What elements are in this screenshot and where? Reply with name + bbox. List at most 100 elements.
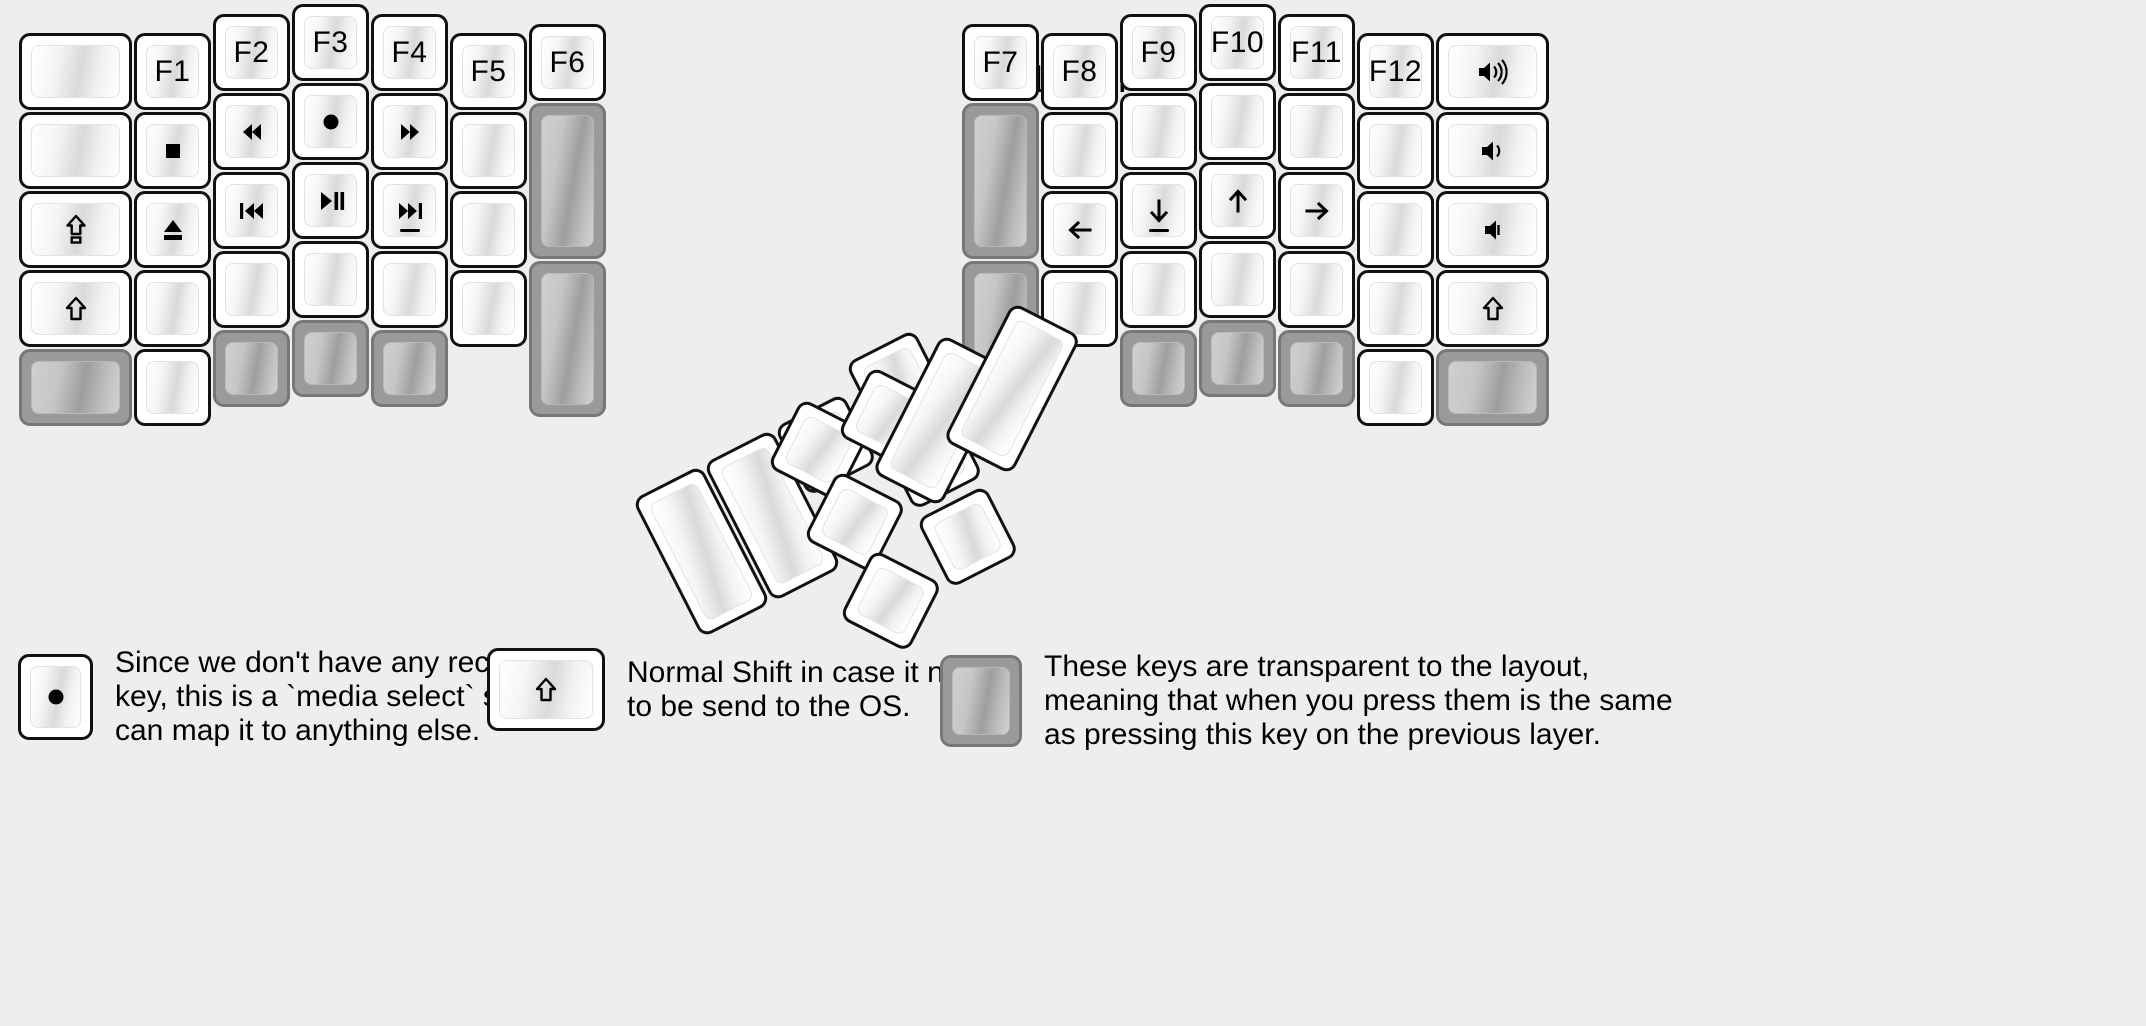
key-right-pinky-outer-3[interactable] [1436,270,1549,347]
key-left-middle-1[interactable] [292,83,369,160]
key-left-index-2[interactable] [371,172,448,249]
keycap-surface [383,342,436,395]
keycap-surface [31,203,120,256]
key-label: F7 [982,45,1019,79]
key-left-inner-0[interactable]: F5 [450,33,527,110]
key-left-pinky-outer-1[interactable] [19,112,132,189]
key-right-middle-4[interactable] [1199,320,1276,397]
key-right-inner-2[interactable] [1041,191,1118,268]
key-left-ring-1[interactable] [213,93,290,170]
key-left-ring-4[interactable] [213,330,290,407]
key-right-index-3[interactable] [1120,251,1197,328]
arrow-left-icon [1060,210,1100,250]
key-right-ring-1[interactable] [1278,93,1355,170]
key-left-ring-0[interactable]: F2 [213,14,290,91]
key-left-pinky-outer-2[interactable] [19,191,132,268]
keycap-surface [1369,282,1422,335]
key-left-inner-1[interactable] [450,112,527,189]
key-right-ring-0[interactable]: F11 [1278,14,1355,91]
key-left-index-4[interactable] [371,330,448,407]
key-right-pinky-outer-1[interactable] [1436,112,1549,189]
key-left-pinky-outer-3[interactable] [19,270,132,347]
key-left-pinky-outer-0[interactable] [19,33,132,110]
key-left-index-3[interactable] [371,251,448,328]
key-right-middle-2[interactable] [1199,162,1276,239]
key-left-pinky-1[interactable] [134,112,211,189]
keycap-surface: F7 [974,36,1027,89]
keycap-surface [1448,124,1537,177]
key-left-middle-0[interactable]: F3 [292,4,369,81]
key-left-pinky-0[interactable]: F1 [134,33,211,110]
keycap-surface [31,282,120,335]
key-right-pinky-0[interactable]: F12 [1357,33,1434,110]
key-right-inner-most-1[interactable] [962,103,1039,259]
homing-bar [1148,229,1169,232]
key-right-pinky-outer-4[interactable] [1436,349,1549,426]
key-left-middle-2[interactable] [292,162,369,239]
key-label: F10 [1210,25,1265,59]
key-right-pinky-1[interactable] [1357,112,1434,189]
key-right-pinky-2[interactable] [1357,191,1434,268]
key-left-inner-most-0[interactable]: F6 [529,24,606,101]
keycap-surface [974,115,1027,247]
keycap-surface [146,124,199,177]
legend-keycap-surface [499,660,593,719]
key-right-middle-3[interactable] [1199,241,1276,318]
keycap-surface [1132,263,1185,316]
legend-item-1: Normal Shift in case it needs to be send… [487,648,1009,731]
key-right-inner-most-0[interactable]: F7 [962,24,1039,101]
keycap-surface: F2 [225,26,278,79]
key-right-pinky-3[interactable] [1357,270,1434,347]
key-right-inner-0[interactable]: F8 [1041,33,1118,110]
arrow-down-icon [1139,191,1179,231]
key-right-middle-1[interactable] [1199,83,1276,160]
keycap-surface [1290,184,1343,237]
keycap-surface [462,124,515,177]
keycap-surface [1290,342,1343,395]
key-left-pinky-4[interactable] [134,349,211,426]
key-left-middle-4[interactable] [292,320,369,397]
key-left-pinky-outer-4[interactable] [19,349,132,426]
keycap-surface [31,361,120,414]
key-left-inner-2[interactable] [450,191,527,268]
stop-icon [153,131,193,171]
keycap-surface [1448,361,1537,414]
key-right-pinky-4[interactable] [1357,349,1434,426]
keycap-surface [304,332,357,385]
keycap-surface [932,501,1004,573]
key-right-ring-4[interactable] [1278,330,1355,407]
key-left-ring-3[interactable] [213,251,290,328]
legend-keycap-surface [952,666,1010,735]
caps-shift-icon [56,210,96,250]
key-label: F6 [549,45,586,79]
key-left-pinky-2[interactable] [134,191,211,268]
volume-mute-icon [1473,210,1513,250]
key-left-pinky-3[interactable] [134,270,211,347]
key-left-inner-most-2[interactable] [529,261,606,417]
key-right-index-0[interactable]: F9 [1120,14,1197,91]
keycap-surface: F6 [541,36,594,89]
key-right-index-4[interactable] [1120,330,1197,407]
key-left-middle-3[interactable] [292,241,369,318]
keycap-surface: F9 [1132,26,1185,79]
key-left-inner-3[interactable] [450,270,527,347]
prev-track-icon [232,191,272,231]
key-left-ring-2[interactable] [213,172,290,249]
keycap-surface [146,203,199,256]
key-right-middle-0[interactable]: F10 [1199,4,1276,81]
key-right-index-1[interactable] [1120,93,1197,170]
key-label: F12 [1368,54,1423,88]
keycap-surface [1132,184,1185,237]
key-right-pinky-outer-2[interactable] [1436,191,1549,268]
key-left-index-1[interactable] [371,93,448,170]
key-right-index-2[interactable] [1120,172,1197,249]
keycap-surface [855,565,927,637]
key-right-inner-1[interactable] [1041,112,1118,189]
key-right-ring-2[interactable] [1278,172,1355,249]
keycap-surface [31,124,120,177]
key-left-index-0[interactable]: F4 [371,14,448,91]
key-right-ring-3[interactable] [1278,251,1355,328]
key-right-pinky-outer-0[interactable] [1436,33,1549,110]
key-left-inner-most-1[interactable] [529,103,606,259]
arrow-right-icon [1297,191,1337,231]
